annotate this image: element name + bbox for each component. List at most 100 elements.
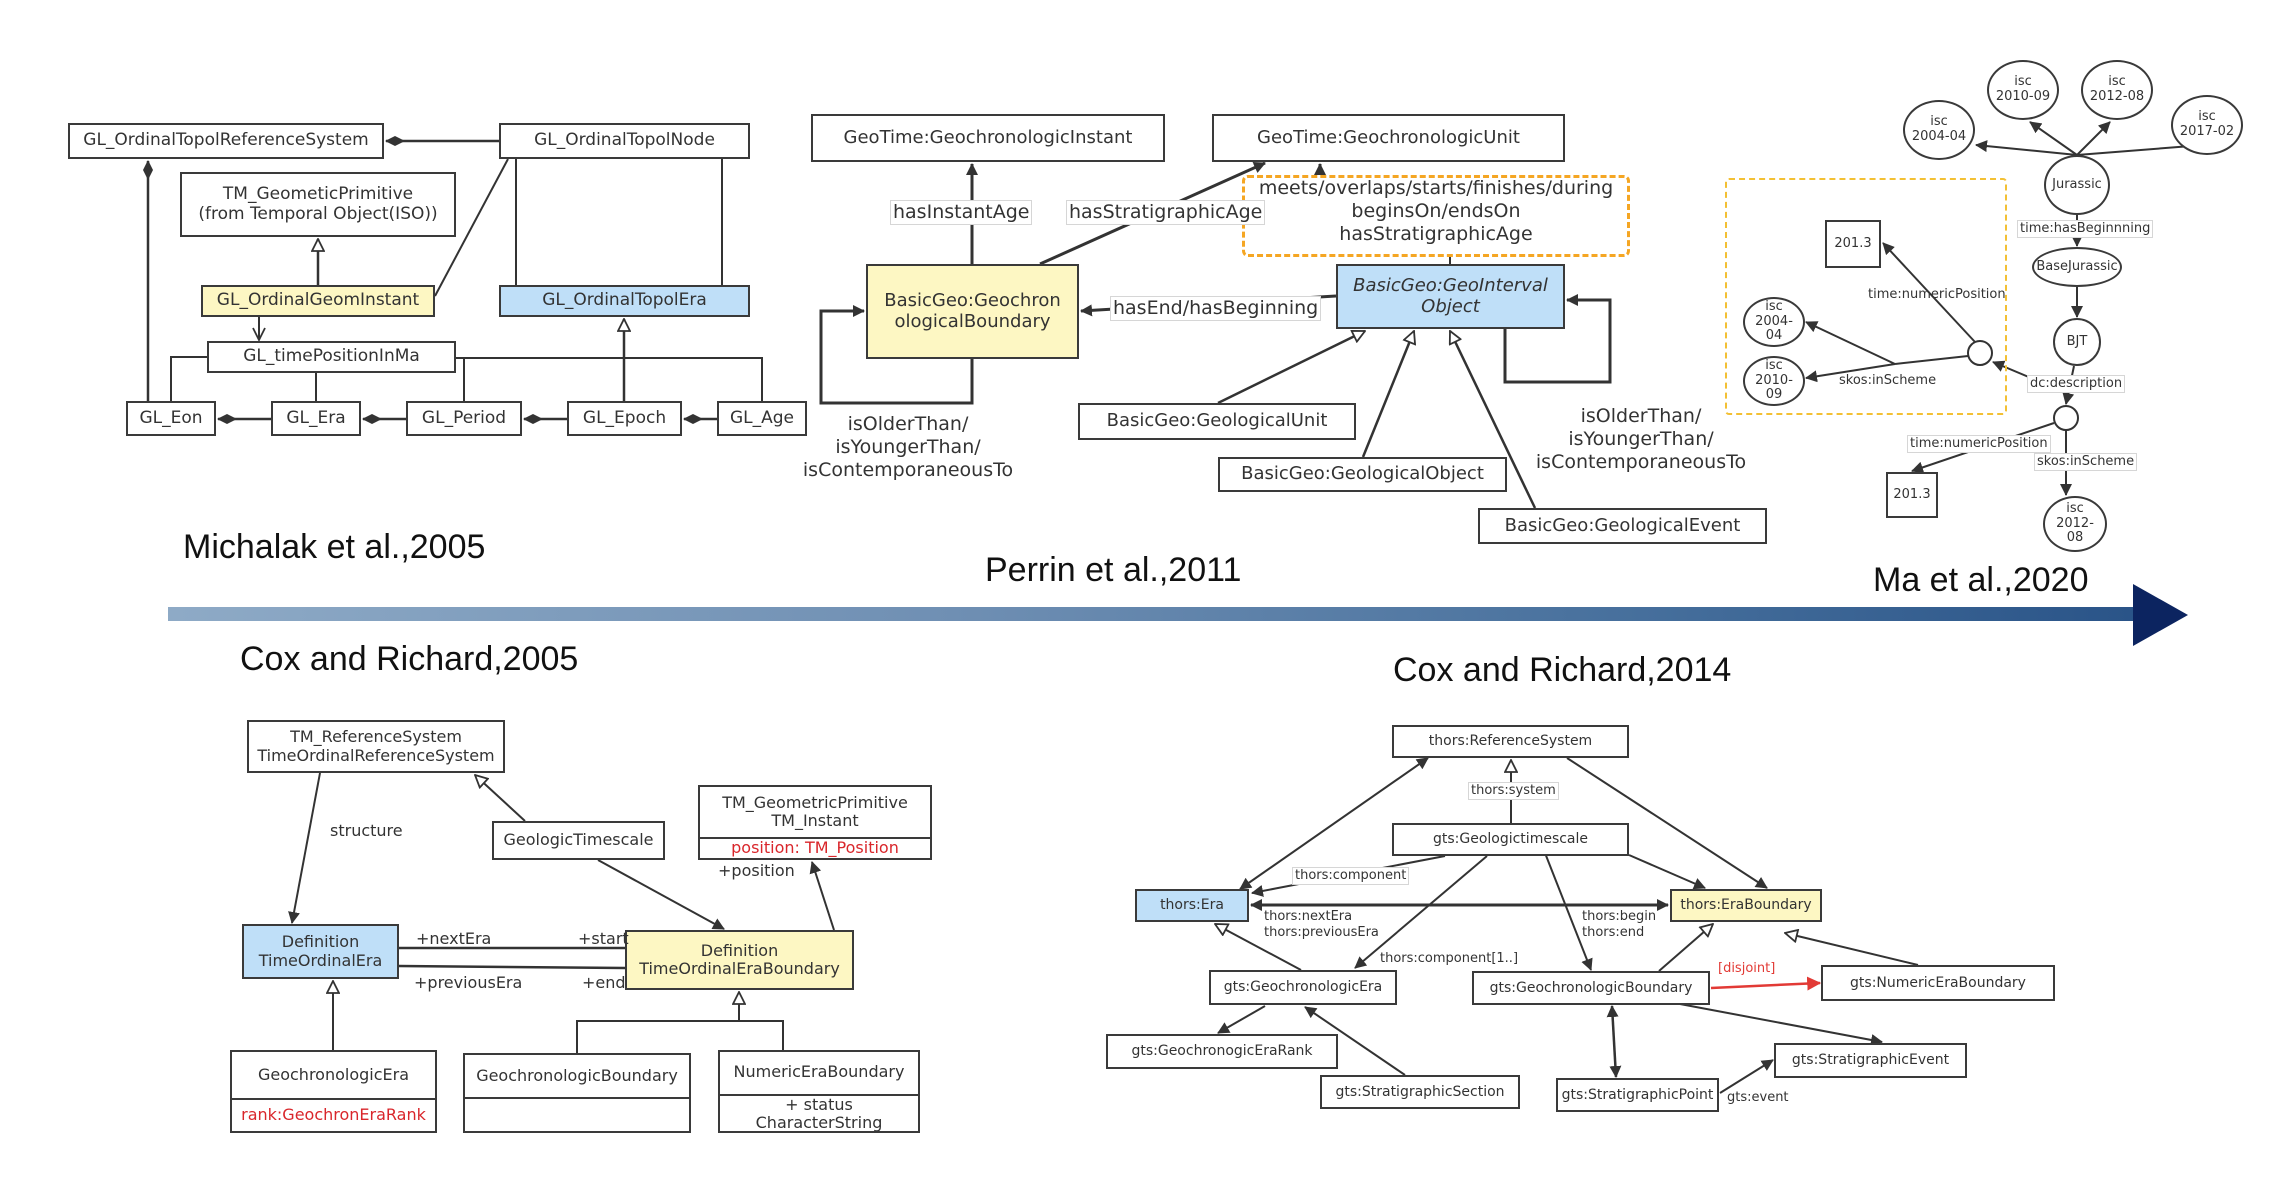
node-label: thors:EraBoundary	[1680, 897, 1812, 914]
edge-c4-ts-to-bnd	[1628, 854, 1706, 890]
edge-c4-pt-to-ev	[1719, 1059, 1774, 1094]
node-label: isc 2012-08	[2089, 74, 2145, 104]
node-label: isc 2012-08	[2056, 500, 2094, 546]
node-c4-ev: gts:StratigraphicEvent	[1774, 1043, 1967, 1078]
node-label: GL_OrdinalTopolEra	[542, 290, 707, 311]
edge-label-interval-temporal-relations: isOlderThan/ isYoungerThan/ isContempora…	[1535, 405, 1747, 473]
node-mi-ref: GL_OrdinalTopolReferenceSystem	[68, 123, 384, 159]
node-c4-gbnd: gts:GeochronologicBoundary	[1472, 971, 1710, 1005]
ma-grouping-dashed-box	[1725, 178, 2007, 415]
node-label: isc 2004-04	[1755, 298, 1793, 344]
title-cox-richard-2014: Cox and Richard,2014	[1393, 651, 1732, 689]
node-label: BJT	[2066, 333, 2088, 349]
node-attribute: rank:GeochronEraRank	[232, 1098, 435, 1131]
node-label: BasicGeo:GeologicalEvent	[1504, 514, 1741, 536]
node-mi-age: GL_Age	[717, 401, 807, 436]
node-label: BasicGeo:Geochron ologicalBoundary	[884, 289, 1061, 332]
node-label: Jurassic	[2052, 176, 2102, 192]
node-label: gts:StratigraphicEvent	[1791, 1052, 1950, 1069]
edge-label-cox2005-position: +position	[718, 861, 795, 880]
node-ma-bjt: BJT	[2053, 318, 2101, 366]
edge-label-ma-has-beginning: time:hasBeginnning	[2017, 220, 2154, 238]
timeline-arrow-head	[2133, 584, 2188, 646]
node-ma-val-in: 201.3	[1825, 220, 1881, 268]
node-mi-geom: GL_OrdinalGeomInstant	[201, 285, 435, 317]
node-label: gts:GeochronogicEraRank	[1131, 1043, 1313, 1060]
edge-c4-gbnd-to-ev	[1679, 1003, 1883, 1046]
edge-pe-go-to-int	[1361, 331, 1414, 458]
edge-label-cox2005-previous-era: +previousEra	[414, 973, 523, 992]
edge-pe-gu-to-int	[1217, 329, 1365, 405]
node-label: GL_Era	[286, 407, 346, 428]
node-label: gts:StratigraphicPoint	[1561, 1086, 1714, 1103]
edge-mi-tpos-eon	[170, 356, 207, 401]
title-ma-2020: Ma et al.,2020	[1873, 561, 2089, 599]
node-pe-ge: BasicGeo:GeologicalEvent	[1478, 508, 1767, 544]
node-pe-gu: BasicGeo:GeologicalUnit	[1078, 403, 1356, 440]
node-mi-eon: GL_Eon	[126, 401, 216, 436]
node-label: gts:GeochronologicBoundary	[1489, 979, 1693, 996]
node-label: GL_timePositionInMa	[243, 346, 420, 367]
node-ma-i04: isc 2004-04	[1903, 100, 1975, 160]
edge-label-ma-dc-description: dc:description	[2027, 375, 2126, 393]
node-mi-period: GL_Period	[406, 401, 522, 436]
node-c4-ref: thors:ReferenceSystem	[1392, 725, 1629, 758]
node-pe-inst: GeoTime:GeochronologicInstant	[811, 114, 1165, 162]
node-pe-go: BasicGeo:GeologicalObject	[1218, 457, 1507, 492]
node-label: BasicGeo:GeologicalUnit	[1106, 410, 1328, 432]
edge-ma-jur-to-i04	[1975, 140, 2078, 156]
node-label: GeochronologicBoundary	[476, 1065, 678, 1085]
node-ma-i10: isc 2010-09	[1987, 60, 2059, 120]
node-label: Definition TimeOrdinalEraBoundary	[639, 940, 840, 978]
node-c4-bnd: thors:EraBoundary	[1670, 889, 1822, 922]
edge-label-has-instant-age: hasInstantAge	[890, 200, 1033, 225]
edge-label-cox2014-component-many: thors:component[1..]	[1380, 951, 1519, 966]
node-label: isc 2004-04	[1911, 114, 1967, 144]
node-label: isc 2017-02	[2179, 109, 2235, 139]
node-label: BasicGeo:GeoInterval Object	[1353, 274, 1548, 317]
edge-ma-jur-to-i10	[2029, 121, 2078, 156]
edge-c5-ref-to-era	[288, 772, 321, 924]
node-c4-num: gts:NumericEraBoundary	[1821, 965, 2055, 1001]
node-c5-prim: TM_GeometricPrimitive TM_Instant position…	[698, 785, 932, 860]
edge-c5-ts-to-bnd	[597, 859, 725, 930]
node-label: gts:NumericEraBoundary	[1850, 974, 2026, 991]
node-ma-i10-in: isc 2010-09	[1743, 356, 1805, 406]
node-ma-base: BaseJurassic	[2032, 247, 2122, 287]
edge-c5-ts-to-ref	[475, 775, 526, 822]
edge-c4-gera-to-rank	[1217, 1005, 1266, 1034]
edge-label-ma-in-scheme-outer: skos:inScheme	[2034, 453, 2138, 471]
node-attribute: position: TM_Position	[700, 837, 930, 858]
node-label: isc 2010-09	[1755, 357, 1793, 403]
node-mi-prim: TM_GeometicPrimitive (from Temporal Obje…	[180, 172, 456, 237]
node-label: GL_Age	[729, 407, 795, 428]
node-label: GeochronologicEra	[257, 1064, 410, 1084]
edge-c4-gbnd-to-bnd	[1658, 924, 1713, 972]
node-c5-gera: GeochronologicEra rank:GeochronEraRank	[230, 1050, 437, 1133]
node-mi-tpos: GL_timePositionInMa	[207, 341, 456, 373]
edge-c5-bnd-to-prim	[809, 861, 835, 931]
node-c5-gbnd: GeochronologicBoundary	[463, 1053, 691, 1133]
title-perrin-2011: Perrin et al.,2011	[985, 551, 1242, 589]
edge-label-cox2014-system: thors:system	[1468, 782, 1559, 800]
edge-c5-gbnd-bar	[576, 1020, 784, 1053]
node-label: TM_ReferenceSystem TimeOrdinalReferenceS…	[257, 727, 495, 765]
node-label: BaseJurassic	[2036, 258, 2118, 274]
edge-label-ma-in-scheme-inner: skos:inScheme	[1839, 373, 1937, 388]
node-label: gts:Geologictimescale	[1432, 831, 1589, 848]
edge-c4-num-to-bnd	[1785, 933, 1919, 966]
node-label: 201.3	[1893, 486, 1931, 502]
node-ma-val-out: 201.3	[1886, 472, 1938, 518]
edge-label-cox2014-disjoint: [disjoint]	[1718, 961, 1776, 976]
edge-label-cox2014-next-prev-era: thors:nextEra thors:previousEra	[1264, 909, 1379, 940]
node-pe-unit: GeoTime:GeochronologicUnit	[1212, 114, 1565, 162]
node-mi-era-t: GL_OrdinalTopolEra	[499, 285, 750, 317]
node-label: GeologicTimescale	[503, 830, 654, 850]
node-label: TM_GeometricPrimitive TM_Instant	[722, 792, 908, 830]
node-c5-ts: GeologicTimescale	[492, 821, 665, 860]
node-label: Definition TimeOrdinalEra	[258, 932, 383, 970]
node-label: thors:ReferenceSystem	[1428, 733, 1593, 750]
node-ma-i04-in: isc 2004-04	[1743, 297, 1805, 347]
node-ma-jur: Jurassic	[2044, 155, 2110, 215]
